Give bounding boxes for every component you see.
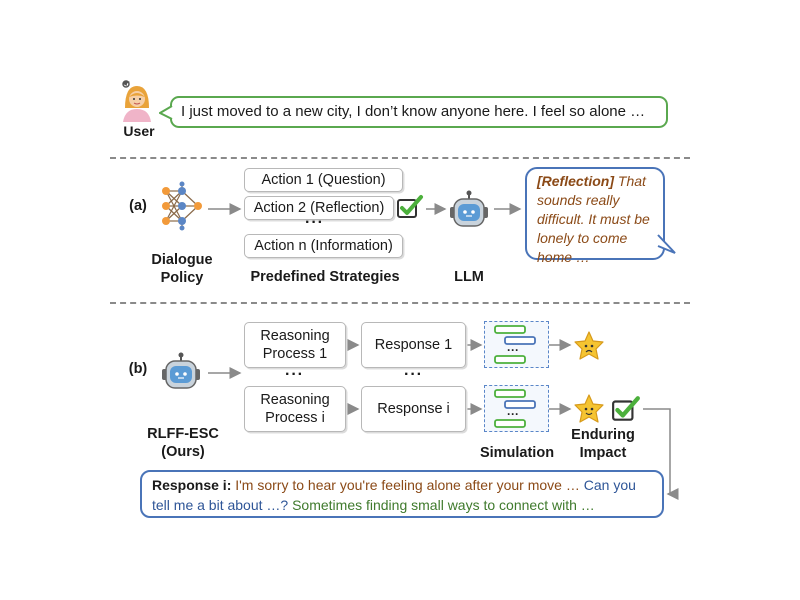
final-response-bubble: Response i: I'm sorry to hear you're fee… bbox=[140, 470, 664, 518]
divider-bottom bbox=[110, 302, 690, 304]
user-label: User bbox=[123, 123, 155, 139]
predefined-strategies-label: Predefined Strategies bbox=[250, 269, 400, 285]
happy-star-icon bbox=[572, 393, 606, 425]
user-message-bubble: I just moved to a new city, I don’t know… bbox=[170, 96, 668, 128]
reflection-bubble-tail bbox=[657, 234, 676, 254]
checkmark-box-icon bbox=[396, 194, 424, 220]
final-response-prefix: Response i: bbox=[152, 477, 232, 493]
enduring-impact-label: Enduring Impact bbox=[571, 427, 635, 461]
final-response-part1: I'm sorry to hear you're feeling alone a… bbox=[231, 477, 584, 493]
response-ellipsis: ··· bbox=[404, 366, 423, 383]
action-ellipsis: ··· bbox=[305, 214, 324, 231]
action-box-2: Action 2 (Reflection) bbox=[244, 196, 394, 220]
final-response-part2: Can you tell me a bit about …? bbox=[152, 477, 636, 513]
dialogue-policy-label: Dialogue Policy bbox=[151, 252, 213, 286]
reasoning-process-i-box: Reasoning Process i bbox=[244, 386, 346, 432]
response-i-box: Response i bbox=[361, 386, 466, 432]
sad-star-icon bbox=[572, 330, 606, 362]
action-box-1: Action 1 (Question) bbox=[244, 168, 403, 192]
reflection-text: That sounds really difficult. It must be… bbox=[537, 173, 650, 265]
panel-a-tag: (a) bbox=[129, 198, 147, 214]
svg-text:···: ··· bbox=[507, 407, 519, 421]
rlff-robot-icon bbox=[160, 352, 202, 392]
response-1-box: Response 1 bbox=[361, 322, 466, 368]
simulation-label: Simulation bbox=[479, 445, 555, 461]
panel-b-tag: (b) bbox=[128, 361, 148, 377]
impact-checkmark-box-icon bbox=[611, 395, 641, 423]
simulation-box-1: ··· bbox=[484, 321, 549, 368]
neural-network-icon bbox=[158, 181, 206, 231]
svg-text:···: ··· bbox=[507, 343, 519, 357]
action-box-n: Action n (Information) bbox=[244, 234, 403, 258]
chat-bubbles-icon: ··· bbox=[494, 325, 536, 364]
llm-robot-icon bbox=[448, 190, 490, 230]
chat-bubbles-icon: ··· bbox=[494, 389, 536, 428]
reflection-bubble: [Reflection] That sounds really difficul… bbox=[525, 167, 665, 265]
llm-label: LLM bbox=[454, 269, 484, 285]
user-bubble-tail bbox=[159, 105, 173, 120]
final-response-part3: Sometimes finding small ways to connect … bbox=[292, 497, 595, 513]
reflection-tag: [Reflection] bbox=[537, 173, 614, 189]
divider-top bbox=[110, 157, 690, 159]
rlff-esc-label: RLFF-ESC (Ours) bbox=[147, 426, 219, 460]
reasoning-ellipsis: ··· bbox=[285, 366, 304, 383]
simulation-box-i: ··· bbox=[484, 385, 549, 432]
user-avatar-icon bbox=[117, 78, 157, 122]
reasoning-process-1-box: Reasoning Process 1 bbox=[244, 322, 346, 368]
